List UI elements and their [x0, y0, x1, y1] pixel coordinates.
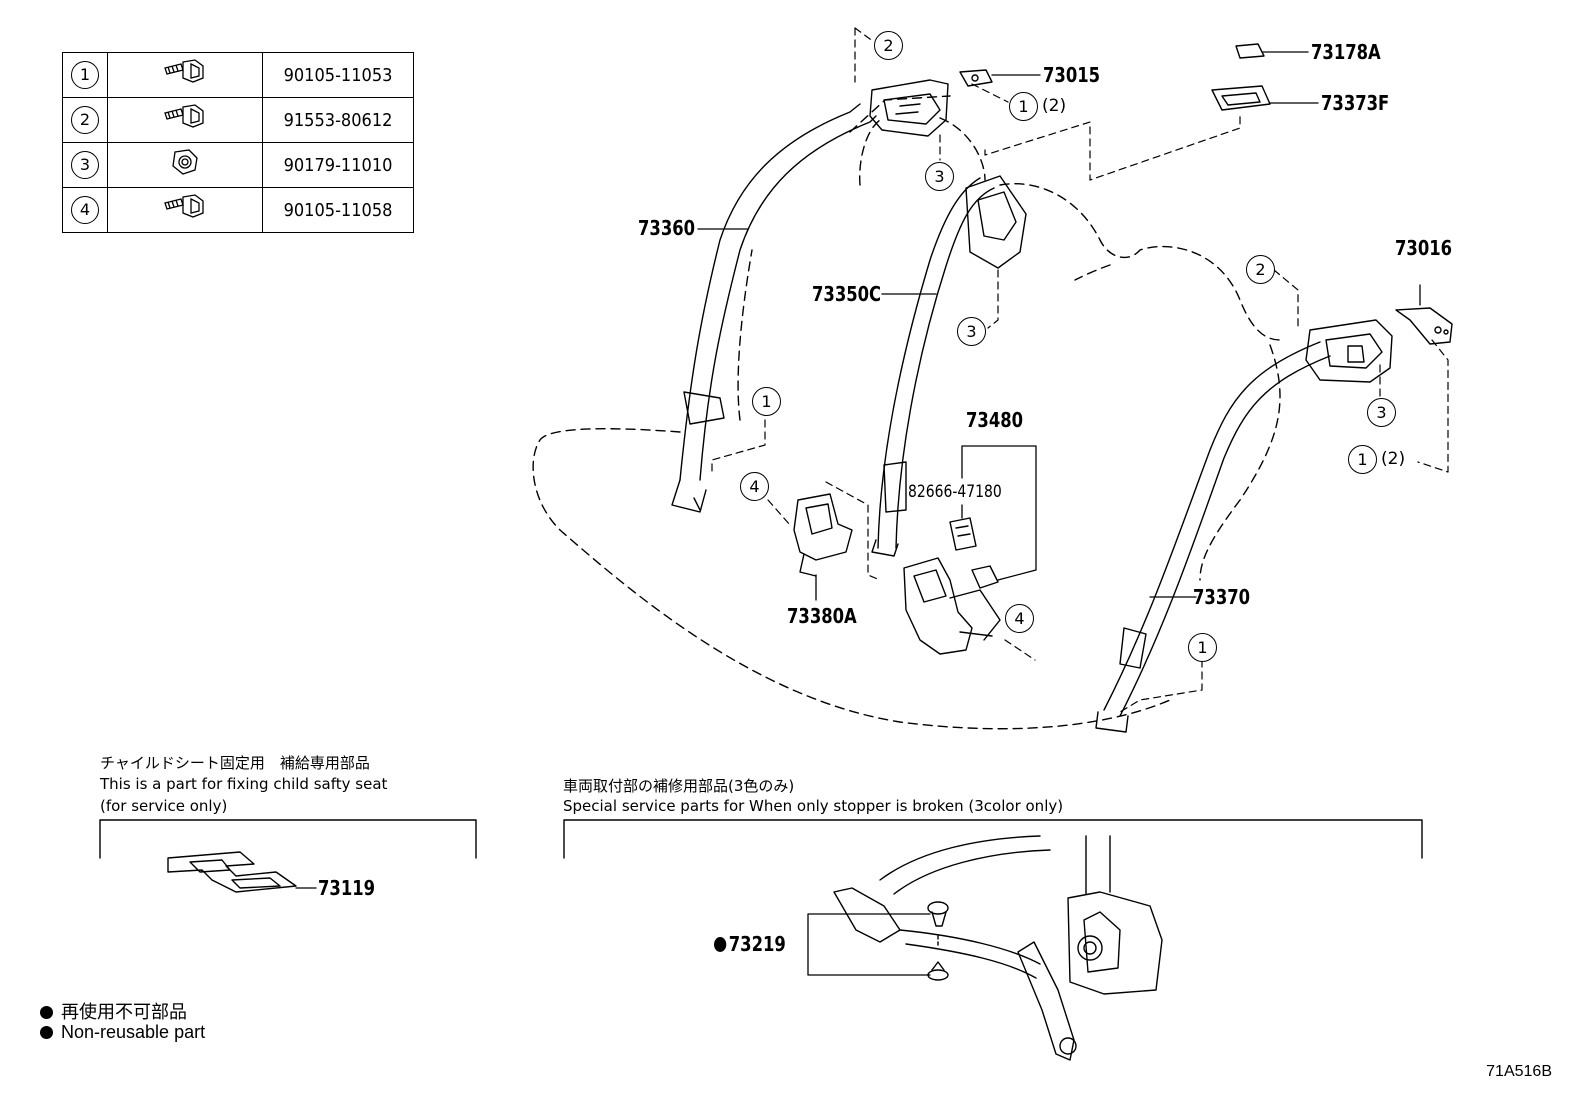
fastener-part-number: 90105-11053 — [262, 52, 414, 98]
retractor-center — [965, 175, 1027, 269]
fastener-table: 1 90105-11053 2 91553-80612 3 90179-11010 4 901… — [62, 52, 414, 233]
legend-en: Non-reusable part — [40, 1022, 205, 1043]
bracket-73016 — [1395, 307, 1453, 345]
part-label-73350C: 73350C — [812, 282, 882, 306]
fastener-index: 4 — [71, 196, 99, 224]
fastener-row: 4 90105-11058 — [62, 187, 414, 233]
callout-3-b: 3 — [957, 317, 986, 346]
callout-1-bottom: 1 — [1188, 633, 1217, 662]
retractor-right — [1305, 319, 1393, 383]
part-label-73015: 73015 — [1043, 63, 1101, 87]
callout-1-left: 1 — [752, 387, 781, 416]
cover-73373F — [1211, 85, 1271, 111]
part-label-73360: 73360 — [638, 216, 696, 240]
fastener-row: 2 91553-80612 — [62, 97, 414, 143]
special-service-frame — [563, 819, 1423, 859]
fastener-part-number: 91553-80612 — [262, 97, 414, 143]
legend-en-text: Non-reusable part — [61, 1022, 206, 1042]
callout-1-right: 1 — [1348, 445, 1377, 474]
child-seat-frame — [99, 819, 477, 859]
callout-4-left: 4 — [740, 472, 769, 501]
callout-3-right: 3 — [1367, 398, 1396, 427]
part-label-73119: 73119 — [318, 876, 376, 900]
nut-icon — [107, 142, 263, 188]
part-label-73219-text: 73219 — [728, 932, 786, 956]
special-service-note-jp: 車両取付部の補修用部品(3色のみ) — [563, 777, 795, 795]
callout-1-top: 1 — [1009, 92, 1038, 121]
fastener-index: 1 — [71, 61, 99, 89]
cover-73178A — [1235, 43, 1265, 59]
fastener-row: 3 90179-11010 — [62, 142, 414, 188]
special-service-note-en: Special service parts for When only stop… — [563, 797, 1064, 815]
diagram-code: 71A516B — [1486, 1063, 1552, 1080]
part-label-73373F: 73373F — [1321, 91, 1390, 115]
part-label-73219: 73219 — [714, 932, 786, 956]
plate-73119 — [167, 851, 297, 893]
non-reusable-dot-icon — [714, 937, 727, 952]
bolt-icon — [107, 97, 263, 143]
callout-2-right: 2 — [1246, 255, 1275, 284]
leader-lines — [711, 27, 1449, 713]
fastener-row: 1 90105-11053 — [62, 52, 414, 98]
legend-jp: 再使用不可部品 — [40, 998, 187, 1024]
seat-outline — [532, 95, 1281, 730]
bolt-icon — [107, 187, 263, 233]
part-label-73380A: 73380A — [787, 604, 857, 628]
fastener-index-cell: 3 — [62, 142, 108, 188]
child-seat-note-en1: This is a part for fixing child safty se… — [100, 775, 388, 793]
buckle-73480 — [903, 557, 1001, 655]
part-label-82666-47180: 82666-47180 — [908, 482, 1002, 502]
legend-dot-icon — [40, 1026, 53, 1039]
legend-jp-text: 再使用不可部品 — [61, 1002, 187, 1022]
child-seat-note-en2: (for service only) — [100, 797, 228, 815]
belt-73360 — [671, 103, 877, 513]
callout-1-right-paren: (2) — [1381, 449, 1406, 469]
fastener-index: 3 — [71, 151, 99, 179]
part-label-73016: 73016 — [1395, 236, 1453, 260]
fastener-part-number: 90179-11010 — [262, 142, 414, 188]
legend-dot-icon — [40, 1006, 53, 1019]
belt-73350C — [871, 177, 995, 557]
part-label-73370: 73370 — [1193, 585, 1251, 609]
fastener-index-cell: 4 — [62, 187, 108, 233]
part-label-73480: 73480 — [966, 408, 1024, 432]
callout-2-top: 2 — [874, 31, 903, 60]
bracket-73015 — [959, 69, 993, 87]
fastener-index-cell: 2 — [62, 97, 108, 143]
connector-82666 — [949, 517, 977, 551]
buckle-73380A — [793, 493, 853, 577]
belt-73370 — [1095, 341, 1331, 733]
part-leaders — [295, 51, 1421, 976]
fastener-index-cell: 1 — [62, 52, 108, 98]
callout-4-center: 4 — [1005, 604, 1034, 633]
fastener-part-number: 90105-11058 — [262, 187, 414, 233]
callout-1-top-paren: (2) — [1042, 96, 1067, 116]
callout-3-a: 3 — [925, 162, 954, 191]
bolt-icon — [107, 52, 263, 98]
child-seat-note-jp: チャイルドシート固定用 補給専用部品 — [100, 754, 370, 772]
special-service-drawing — [833, 835, 1163, 1061]
fastener-index: 2 — [71, 106, 99, 134]
retractor-top-left — [869, 79, 949, 137]
connector-73480-plug — [971, 565, 999, 589]
part-label-73178A: 73178A — [1311, 40, 1381, 64]
